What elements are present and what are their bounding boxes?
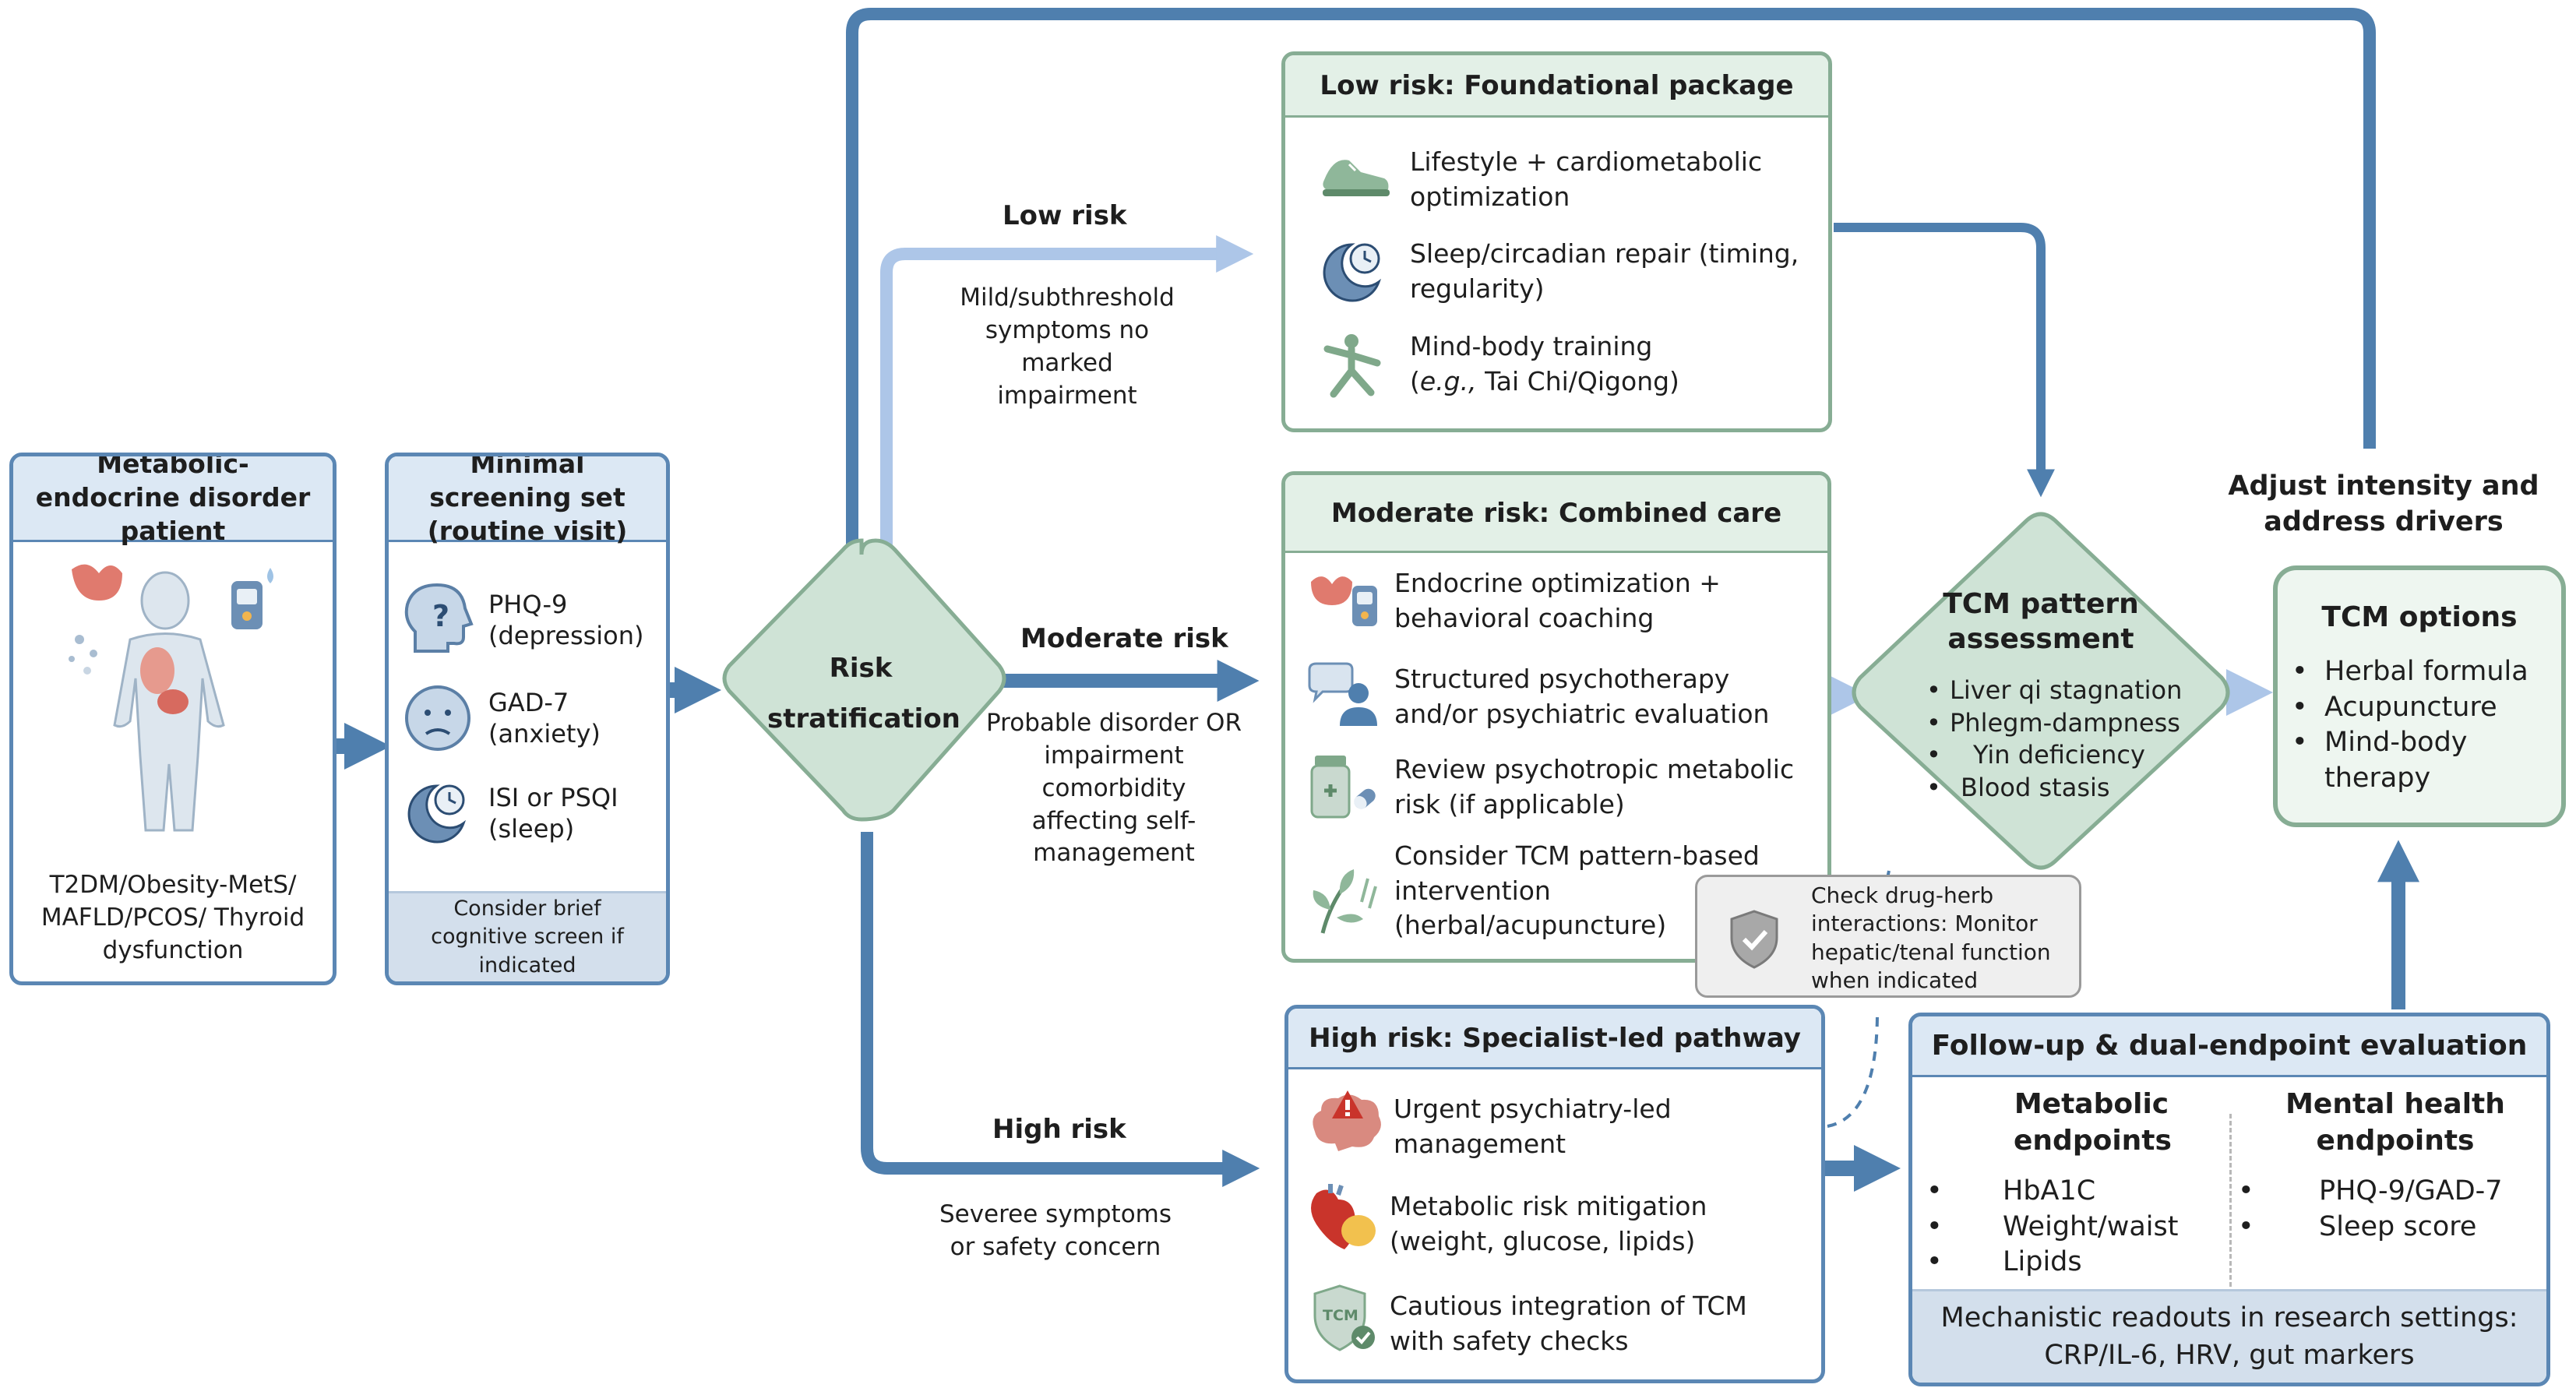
- low-item-1: Lifestyle + cardiometabolic optimization: [1410, 146, 1763, 212]
- moderate-item-3: Review psychotropic metabolic risk (if a…: [1394, 754, 1795, 819]
- mechanistic-readouts: Mechanistic readouts in research setting…: [1940, 1302, 2518, 1371]
- brain-alert-icon: [1313, 1090, 1381, 1151]
- drug-herb-text: Check drug-herb interactions: Monitor he…: [1811, 882, 2051, 994]
- moderate-box-title: Moderate risk: Combined care: [1285, 475, 1827, 553]
- high-risk-desc: Severee symptoms or safety concern: [939, 1200, 1172, 1261]
- patient-title: Metabolic-endocrine disorder patient: [13, 456, 333, 546]
- svg-text:?: ?: [432, 599, 449, 633]
- low-item-3-post: Tai Chi/Qigong): [1476, 365, 1679, 396]
- moon-clock-icon: [407, 784, 467, 844]
- phq9-label: PHQ-9: [488, 590, 568, 619]
- mental-endpoints-title: Mental health endpoints: [2285, 1088, 2505, 1157]
- screening-title: Minimal screening set (routine visit): [389, 456, 666, 546]
- dashed-drug-herb-link: [1827, 1012, 1879, 1128]
- high-item-1: Urgent psychiatry-led management: [1394, 1094, 1672, 1159]
- low-risk-label: Low risk: [1003, 200, 1127, 231]
- followup-box: Follow-up & dual-endpoint evaluation Met…: [1908, 1013, 2550, 1386]
- phq9-desc: (depression): [488, 621, 644, 650]
- gad7-label: GAD-7: [488, 688, 569, 717]
- pill-bottle-icon: [1310, 756, 1376, 819]
- tai-chi-icon: [1323, 334, 1381, 398]
- isi-psqi-desc: (sleep): [488, 814, 575, 844]
- followup-title: Follow-up & dual-endpoint evaluation: [1912, 1016, 2546, 1077]
- moderate-risk-label: Moderate risk: [1020, 623, 1228, 654]
- high-risk-label: High risk: [992, 1114, 1126, 1145]
- low-item-2: Sleep/circadian repair (timing, regulari…: [1410, 238, 1799, 304]
- followup-footer: Mechanistic readouts in research setting…: [1912, 1289, 2546, 1383]
- tcm-option-2: Acupuncture: [2278, 690, 2558, 726]
- high-risk-box: High risk: Specialist-led pathway Urgent…: [1284, 1005, 1825, 1383]
- svg-text:TCM: TCM: [1323, 1307, 1358, 1324]
- worried-face-icon: [405, 685, 470, 751]
- tcm-pattern-4: Blood stasis: [1912, 772, 2182, 805]
- shield-check-icon: [1730, 910, 1778, 969]
- low-item-3-em: e.g.,: [1419, 365, 1477, 396]
- gad7-desc: (anxiety): [488, 719, 601, 749]
- tcm-options-box: TCM options Herbal formula Acupuncture M…: [2273, 565, 2566, 827]
- low-box-title: Low risk: Foundational package: [1285, 55, 1828, 118]
- moderate-item-1: Endocrine optimization + behavioral coac…: [1394, 568, 1721, 633]
- isi-psqi-label: ISI or PSQI: [488, 783, 618, 812]
- risk-label: Risk stratification: [767, 653, 960, 734]
- metabolic-endpoint-3: Lipids: [1912, 1245, 2178, 1281]
- tcm-shield-icon: TCM: [1313, 1284, 1375, 1351]
- arrow-high-risk: [861, 832, 1260, 1187]
- tcm-assessment-title: TCM pattern assessment: [1943, 588, 2139, 655]
- moderate-item-2: Structured psychotherapy and/or psychiat…: [1394, 664, 1770, 729]
- sneaker-icon: [1323, 160, 1390, 196]
- high-item-2: Metabolic risk mitigation (weight, gluco…: [1390, 1191, 1707, 1256]
- moderate-risk-box: Moderate risk: Combined care Endocrine o…: [1281, 471, 1831, 963]
- high-item-3: Cautious integration of TCM with safety …: [1390, 1291, 1747, 1356]
- arrow-feedback-loop: [846, 7, 2376, 549]
- tcm-option-1: Herbal formula: [2278, 654, 2558, 690]
- thyroid-glucometer-icon: [1311, 576, 1377, 626]
- tcm-options-list: Herbal formula Acupuncture Mind-body the…: [2278, 654, 2558, 796]
- drug-herb-note: Check drug-herb interactions: Monitor he…: [1695, 875, 2081, 998]
- cognitive-screen-note: Consider brief cognitive screen if indic…: [431, 896, 624, 978]
- tcm-pattern-2: Phlegm-dampness: [1912, 707, 2182, 740]
- herb-icon: [1313, 869, 1377, 934]
- heart-icon: [1311, 1184, 1376, 1249]
- risk-diamond: [722, 538, 1006, 822]
- mental-endpoint-1: PHQ-9/GAD-7: [2224, 1174, 2503, 1210]
- mental-endpoints-list: PHQ-9/GAD-7 Sleep score: [2224, 1174, 2503, 1245]
- arrow-low-to-tcm: [1834, 223, 2055, 498]
- metabolic-endpoints-list: HbA1C Weight/waist Lipids: [1912, 1174, 2178, 1281]
- body-organs-icon: [69, 564, 273, 832]
- metabolic-endpoints-title: Metabolic endpoints: [2014, 1088, 2172, 1157]
- adjust-intensity-label: Adjust intensity and address drivers: [2228, 470, 2539, 537]
- low-item-3: Mind-body training(e.g., Tai Chi/Qigong): [1410, 331, 1679, 396]
- screening-box: Minimal screening set (routine visit) ? …: [385, 453, 670, 985]
- tcm-assessment-list: Liver qi stagnation Phlegm-dampness Yin …: [1912, 675, 2182, 804]
- question-head-icon: ?: [404, 583, 474, 653]
- metabolic-endpoint-1: HbA1C: [1912, 1174, 2178, 1210]
- metabolic-endpoint-2: Weight/waist: [1912, 1210, 2178, 1245]
- patient-conditions: T2DM/Obesity-MetS/ MAFLD/PCOS/ Thyroid d…: [41, 871, 305, 964]
- tcm-pattern-3: Yin deficiency: [1912, 739, 2182, 772]
- arrow-low-risk: [880, 235, 1254, 549]
- low-risk-desc: Mild/subthreshold symptoms no marked imp…: [960, 284, 1175, 410]
- patient-box: Metabolic-endocrine disorder patient T2D…: [9, 453, 337, 985]
- chat-person-icon: [1308, 662, 1377, 726]
- low-risk-box: Low risk: Foundational package Lifestyle…: [1281, 51, 1832, 432]
- moderate-item-4: Consider TCM pattern-based intervention …: [1394, 840, 1760, 941]
- high-box-title: High risk: Specialist-led pathway: [1288, 1009, 1821, 1069]
- tcm-option-3: Mind-body therapy: [2278, 725, 2480, 796]
- low-item-3-text: Mind-body training: [1410, 331, 1653, 361]
- tcm-options-title: TCM options: [2321, 601, 2518, 633]
- moderate-risk-desc: Probable disorder OR impairment comorbid…: [986, 709, 1242, 868]
- tcm-pattern-1: Liver qi stagnation: [1912, 675, 2182, 707]
- mental-endpoint-2: Sleep score: [2224, 1210, 2503, 1245]
- screening-footer: Consider brief cognitive screen if indic…: [389, 891, 666, 981]
- moon-clock-icon: [1323, 243, 1382, 302]
